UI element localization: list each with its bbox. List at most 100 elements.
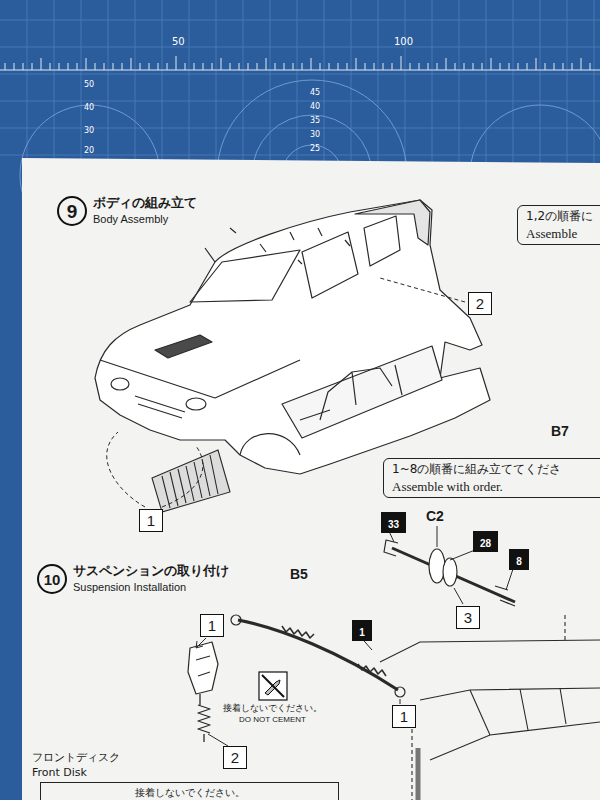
car-body — [230, 228, 302, 264]
chassis-frame — [470, 688, 566, 735]
intercooler — [152, 450, 230, 512]
cement-tube — [265, 680, 280, 695]
part-label: フロントディスク — [32, 750, 120, 765]
callout-number-text: 3 — [464, 609, 472, 626]
suspension-parts — [384, 540, 398, 556]
leader-line — [107, 432, 145, 507]
cutting-mat — [0, 20, 600, 155]
ruler-number: 30 — [84, 126, 94, 135]
chassis-frame — [416, 748, 421, 800]
prohibit-slash — [262, 675, 284, 697]
callout-number: 1 — [392, 705, 416, 728]
warning-text-english: DO NOT CEMENT — [239, 714, 306, 725]
suspension-parts — [196, 656, 210, 676]
step-title: ボディの組み立て — [93, 195, 197, 211]
ruler-number: 40 — [84, 103, 94, 112]
note-text: 1,2の順番に — [526, 208, 600, 225]
car-body — [155, 335, 212, 358]
note-text: Assemble with order. — [392, 478, 600, 495]
part-number-text: 1 — [359, 627, 365, 638]
car-body — [240, 434, 300, 455]
ruler-number: 50 — [84, 80, 94, 89]
part-number-text: 28 — [480, 538, 491, 549]
callout-number: 2 — [223, 746, 247, 769]
suspension-parts — [282, 626, 314, 638]
car-body — [364, 216, 400, 266]
callout-number-text: 2 — [231, 749, 239, 766]
callout-number-text: 1 — [208, 617, 216, 634]
step-title-block: ボディの組み立てBody Assembly — [93, 195, 197, 227]
part-number-text: 33 — [388, 519, 399, 530]
chassis-frame — [564, 612, 565, 640]
part-number-text: 8 — [516, 556, 522, 567]
chassis-frame — [420, 688, 600, 700]
symbol-frame — [259, 672, 287, 700]
car-body — [302, 232, 358, 298]
ruler-number: 35 — [310, 116, 320, 125]
cutting-mat — [0, 69, 600, 70]
suspension-parts — [443, 558, 457, 586]
instruction-note: 1~8の順番に組み立ててくださAssemble with order. — [383, 458, 600, 498]
leader-line — [196, 638, 206, 648]
leader-line — [380, 278, 465, 302]
callout-number: 1 — [200, 614, 224, 637]
intercooler — [152, 450, 230, 512]
chassis-frame — [380, 640, 600, 662]
chassis-frame — [430, 722, 600, 760]
step-circle: 10 — [37, 564, 67, 594]
leader-line — [400, 699, 401, 704]
intercooler — [162, 455, 218, 508]
callout-number: 1 — [139, 509, 163, 532]
ruler-number: 40 — [310, 102, 320, 111]
leader-line — [196, 526, 514, 746]
note-text: 1~8の順番に組み立ててくださ — [392, 461, 600, 478]
part-number: 33 — [381, 512, 406, 533]
no-cement-icon: 接着しないでください。DO NOT CEMENT — [218, 671, 327, 725]
callout-number-text: 1 — [147, 512, 155, 529]
suspension-parts — [231, 615, 241, 625]
no-cement-symbol — [258, 671, 288, 701]
step-circle: 9 — [57, 196, 87, 226]
car-body — [190, 250, 300, 302]
callout-number: 2 — [468, 292, 492, 315]
car-body — [205, 228, 350, 262]
car-body — [111, 378, 129, 390]
car-body — [186, 398, 206, 410]
callout-number-text: 2 — [476, 295, 484, 312]
chassis-frame — [411, 722, 412, 800]
car-body — [300, 365, 402, 420]
leader-line — [196, 641, 203, 648]
part-number: 8 — [509, 549, 529, 570]
leader-line — [454, 588, 463, 604]
step-number: 10 — [44, 572, 61, 587]
step-heading: 10 サスペンションの取り付けSuspension Installation — [37, 563, 239, 595]
part-label: B5 — [290, 566, 308, 582]
step-title-block: サスペンションの取り付けSuspension Installation — [73, 563, 229, 595]
suspension-parts — [395, 687, 405, 697]
suspension-parts — [495, 586, 515, 606]
ruler-number: 100 — [394, 36, 413, 47]
step-number: 9 — [67, 202, 78, 221]
ruler-number: 20 — [84, 146, 94, 155]
warning-text: 接着しないでください。 — [41, 786, 338, 799]
ruler-number: 25 — [310, 144, 320, 153]
cutting-mat — [5, 56, 590, 70]
step-title: サスペンションの取り付け — [73, 563, 229, 579]
suspension-parts — [198, 694, 210, 742]
part-label: Front Disk — [32, 766, 87, 779]
warning-text: 接着しないでください。 — [223, 703, 322, 714]
chassis-frame — [380, 612, 600, 800]
ruler-number: 30 — [310, 130, 320, 139]
leader-line — [208, 734, 228, 746]
callout-number-text: 1 — [400, 708, 408, 725]
part-number: 28 — [473, 531, 498, 552]
callout-number: 3 — [456, 606, 480, 629]
ruler-number: 45 — [310, 88, 320, 97]
car-body — [355, 200, 430, 245]
note-text: Assemble — [526, 225, 600, 242]
step-title-english: Body Assembly — [93, 211, 197, 227]
car-body — [282, 346, 442, 438]
